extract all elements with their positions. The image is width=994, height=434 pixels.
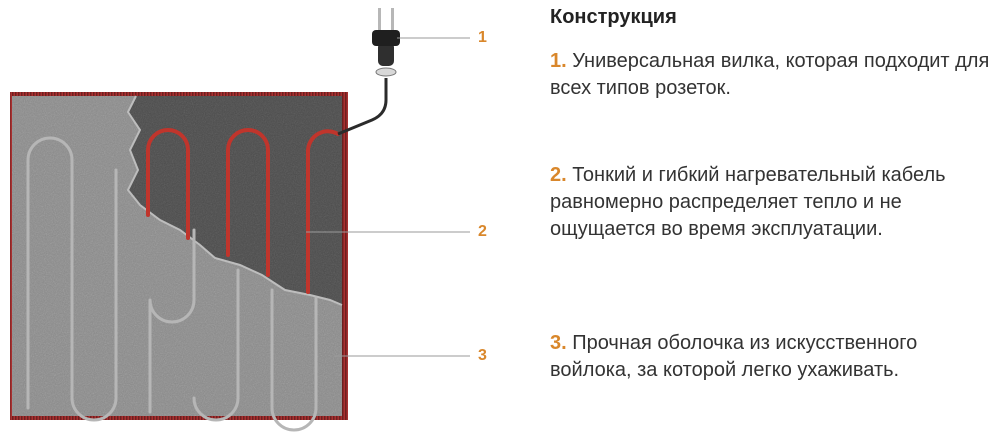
plug-icon — [372, 8, 400, 66]
heating-cable — [146, 128, 340, 294]
item-number-3: 3. — [550, 332, 567, 354]
callout-number-2: 2 — [478, 223, 487, 240]
item-text-2: Тонкий и гибкий нагревательный кабель ра… — [550, 164, 946, 240]
description-item-1: 1. Универсальная вилка, которая подходит… — [550, 48, 990, 102]
callout-number-1: 1 — [478, 29, 487, 46]
heating-mat-diagram: 1 2 3 — [10, 8, 487, 432]
callout-lines — [306, 37, 470, 357]
callout-number-3: 3 — [478, 347, 487, 364]
power-cord — [337, 67, 397, 136]
inner-layer — [126, 95, 343, 306]
description-item-2: 2. Тонкий и гибкий нагревательный кабель… — [550, 162, 990, 243]
item-number-1: 1. — [550, 50, 567, 72]
cable-channels — [26, 136, 318, 432]
section-title: Конструкция — [550, 6, 677, 28]
description-item-3: 3. Прочная оболочка из искусственного во… — [550, 330, 990, 384]
item-number-2: 2. — [550, 164, 567, 186]
item-text-3: Прочная оболочка из искусственного войло… — [550, 332, 918, 381]
item-text-1: Универсальная вилка, которая подходит дл… — [550, 50, 990, 99]
